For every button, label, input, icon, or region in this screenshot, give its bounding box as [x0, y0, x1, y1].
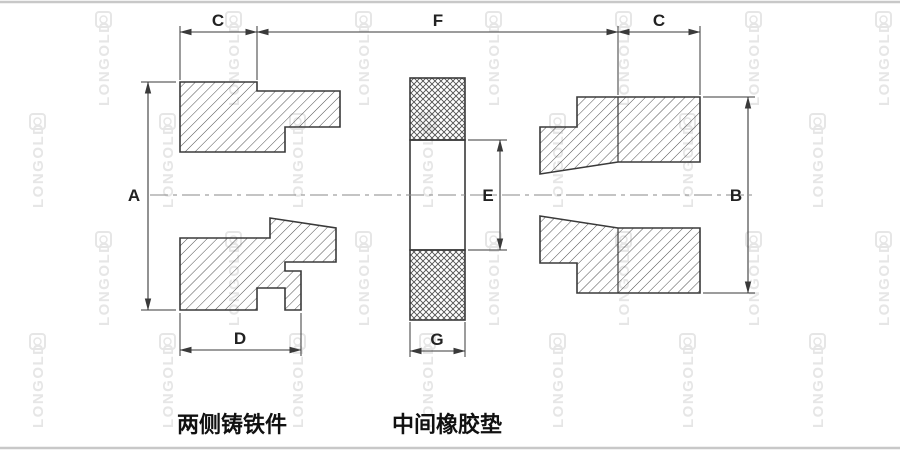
dimension-label-a: A — [128, 186, 140, 205]
dimension-b: B — [703, 96, 755, 294]
dimension-c-left: C — [179, 11, 258, 80]
right-half-upper-section — [539, 96, 701, 175]
caption-middle-part: 中间橡胶垫 — [392, 412, 502, 437]
dimension-label-b: B — [730, 186, 742, 205]
dimension-c-right: C — [617, 11, 701, 95]
rubber-pad-bottom-section — [409, 249, 466, 321]
dimension-label-e: E — [482, 186, 493, 205]
dimension-d: D — [179, 313, 302, 356]
dimension-f: F — [256, 11, 619, 95]
dimension-a: A — [128, 81, 176, 311]
left-half-upper-section — [179, 81, 341, 153]
dimension-e: E — [468, 139, 507, 251]
rubber-pad — [409, 77, 466, 321]
dimension-label-c-right: C — [653, 11, 665, 30]
rubber-pad-top-section — [409, 77, 466, 141]
dimension-g: G — [409, 322, 466, 357]
dimension-label-d: D — [234, 329, 246, 348]
left-half-lower-section — [179, 217, 337, 311]
right-half-lower-section — [539, 215, 701, 294]
right-coupling-half — [539, 96, 701, 294]
caption-left-part: 两侧铸铁件 — [177, 412, 287, 437]
dimension-label-g: G — [430, 330, 443, 349]
left-coupling-half — [179, 81, 341, 311]
dimension-label-c-left: C — [212, 11, 224, 30]
dimension-label-f: F — [433, 11, 443, 30]
